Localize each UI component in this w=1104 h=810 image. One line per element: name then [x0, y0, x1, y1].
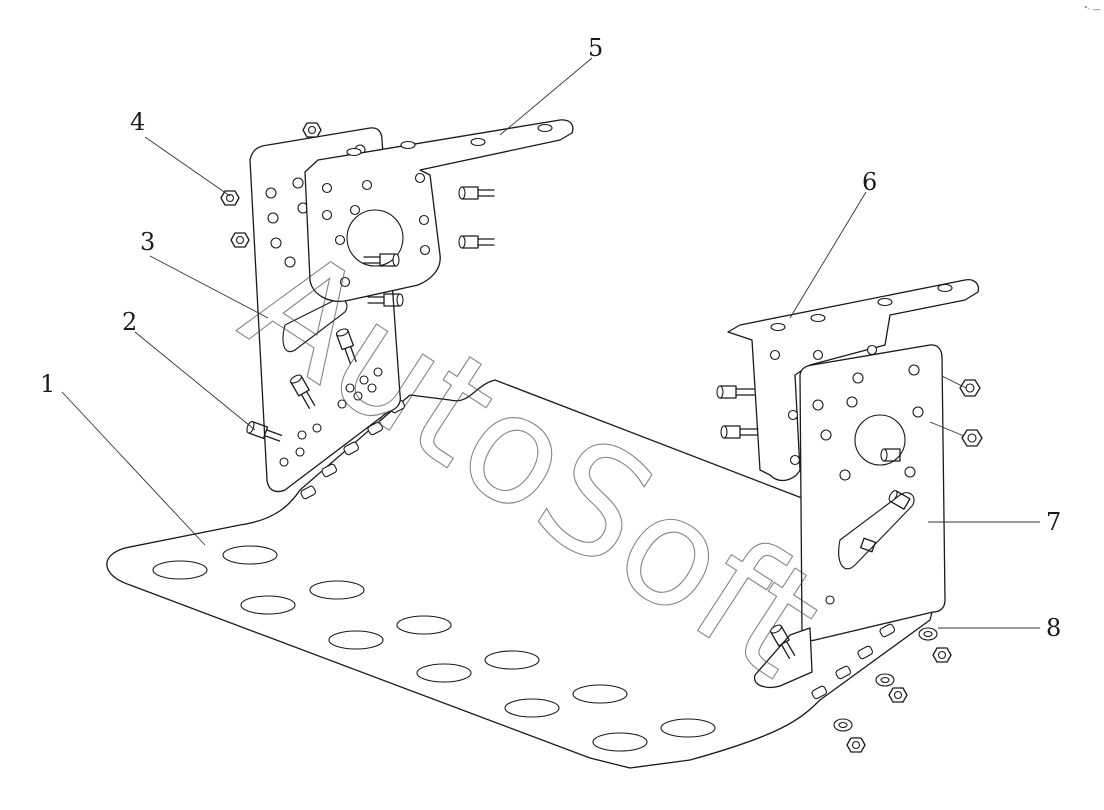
leader-lines [61, 57, 1040, 629]
bolt [335, 328, 357, 365]
bolt [716, 385, 755, 399]
corner-mark: "· — [1084, 5, 1101, 14]
callout-4: 4 [130, 108, 145, 136]
bolt [367, 293, 404, 307]
bolt [888, 490, 911, 510]
nut [959, 379, 981, 397]
callout-5: 5 [588, 34, 603, 62]
right-side-plate-holes [812, 364, 924, 605]
nut [961, 429, 983, 447]
bolt [880, 448, 901, 462]
bolt [458, 186, 495, 200]
right-upper-bracket [727, 279, 980, 482]
bolt [363, 253, 400, 267]
bolt [458, 235, 495, 249]
washer [875, 673, 895, 687]
nut [846, 737, 866, 753]
callout-1: 1 [40, 370, 55, 398]
washers [833, 627, 938, 732]
nut [302, 122, 322, 138]
callout-6: 6 [862, 168, 877, 196]
washer [833, 718, 853, 732]
callout-2: 2 [122, 308, 137, 336]
base-plate [106, 379, 936, 769]
bolt [860, 537, 876, 553]
nut [932, 647, 952, 663]
right-upper-bracket-holes [769, 283, 953, 466]
callout-7: 7 [1046, 508, 1061, 536]
bolt [770, 624, 796, 659]
nut [220, 190, 240, 206]
left-upper-bracket-holes [321, 123, 553, 288]
callout-3: 3 [140, 228, 155, 256]
base-plate-holes [152, 545, 716, 752]
nut [888, 687, 908, 703]
right-plate-flange [753, 627, 813, 689]
bolt [720, 425, 759, 439]
callout-8: 8 [1046, 614, 1061, 642]
nuts [220, 122, 983, 753]
washer [918, 627, 938, 641]
left-upper-bracket [304, 119, 574, 302]
bolts [246, 186, 911, 659]
nut [230, 232, 250, 248]
callout-labels: 1 2 3 4 5 6 7 8 [40, 34, 1061, 642]
right-side-plate [799, 344, 946, 642]
bolt [290, 374, 316, 409]
